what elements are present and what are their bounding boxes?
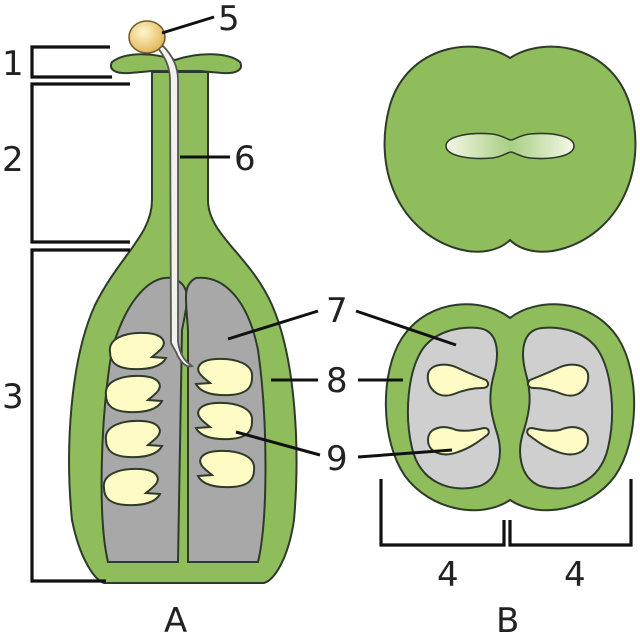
label-5: 5 (218, 0, 240, 39)
label-1: 1 (2, 44, 24, 84)
pollen-tube (156, 44, 195, 368)
leader-9a (235, 430, 321, 457)
ovule (194, 357, 254, 397)
ovule (102, 467, 162, 507)
label-8: 8 (326, 361, 348, 401)
label-2: 2 (2, 140, 24, 180)
bracket-carpel-left (379, 479, 506, 547)
label-3: 3 (2, 377, 24, 417)
labels: 1 2 3 5 6 7 8 9 4 4 A B (2, 0, 586, 640)
stigmatic-groove (445, 132, 575, 160)
leader-9b (357, 448, 453, 459)
panel-a-longitudinal-section (68, 20, 298, 584)
ovule (104, 419, 164, 459)
ovule (426, 426, 490, 456)
label-4-right: 4 (564, 555, 586, 595)
panel-label-b: B (496, 601, 519, 640)
leader-7b (355, 309, 457, 347)
locule-left-cross (406, 326, 501, 490)
leader-5 (161, 15, 215, 35)
bracket-carpel-right (508, 479, 633, 547)
bracket-stigma (30, 45, 112, 79)
panel-label-a: A (164, 601, 187, 640)
label-4-left: 4 (437, 555, 459, 595)
bracket-style (30, 82, 130, 244)
pollen-grain (128, 20, 166, 54)
ovule (526, 426, 590, 456)
bracket-ovary (30, 248, 130, 583)
ovule (426, 363, 490, 397)
leader-7a (227, 309, 319, 341)
locule-right-cross (519, 326, 614, 490)
label-7: 7 (326, 291, 348, 331)
brackets (30, 45, 633, 583)
ovule (108, 331, 168, 371)
leader-lines (161, 15, 457, 459)
stigma (110, 53, 242, 75)
ovule (196, 449, 256, 489)
label-6: 6 (234, 139, 256, 179)
ovule (526, 363, 590, 397)
label-9: 9 (326, 439, 348, 479)
ovule (104, 374, 164, 414)
ovule (194, 401, 254, 441)
panel-b-cross-sections (383, 45, 637, 512)
